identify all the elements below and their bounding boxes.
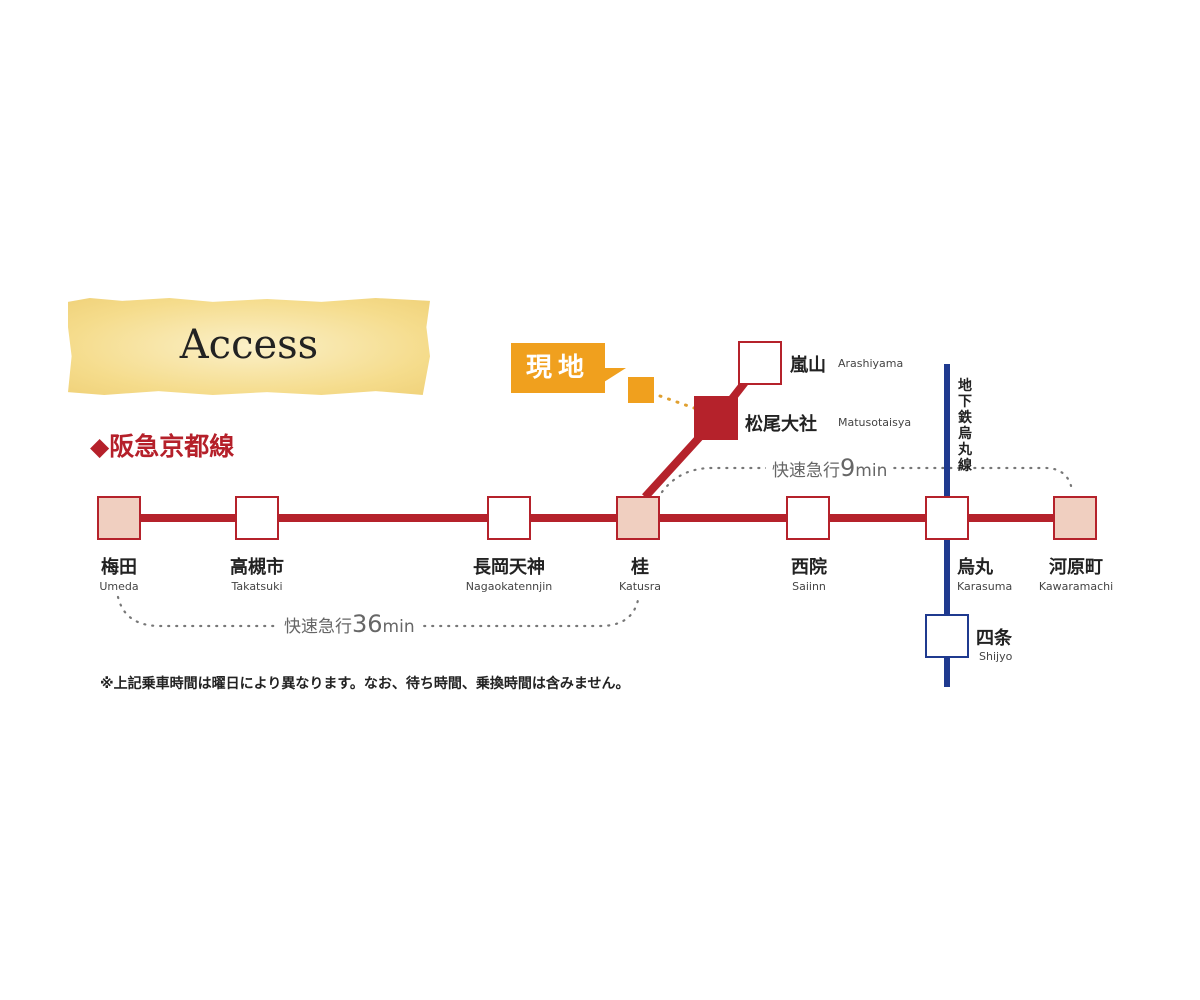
current-location-marker	[628, 377, 654, 403]
station-umeda-jp: 梅田	[101, 557, 137, 578]
page-title: Access	[179, 322, 319, 368]
station-takatsuki-marker[interactable]	[235, 496, 279, 540]
station-matsuo-marker[interactable]	[694, 396, 738, 440]
footnote: ※上記乗車時間は曜日により異なります。なお、待ち時間、乗換時間は含みません。	[100, 676, 630, 692]
station-nagaoka-jp: 長岡天神	[473, 557, 545, 578]
time-umeda-katsura: 快速急行36min	[278, 610, 421, 638]
station-matsuo-jp: 松尾大社	[745, 414, 817, 435]
line-name: ◆阪急京都線	[90, 432, 235, 461]
station-saiin-jp: 西院	[791, 557, 827, 578]
station-kawaramachi-en: Kawaramachi	[1038, 580, 1114, 593]
station-kawaramachi-jp: 河原町	[1049, 557, 1103, 578]
station-katsura-marker[interactable]	[616, 496, 660, 540]
station-saiin-marker[interactable]	[786, 496, 830, 540]
station-umeda-en: Umeda	[99, 580, 139, 593]
station-takatsuki-jp: 高槻市	[230, 557, 284, 578]
station-kawaramachi-marker[interactable]	[1053, 496, 1097, 540]
access-banner	[68, 298, 430, 395]
station-arashiyama-jp: 嵐山	[790, 355, 826, 376]
station-karasuma-marker[interactable]	[925, 496, 969, 540]
time-katsura-kawaramachi: 快速急行9min	[766, 454, 894, 482]
station-shijo-en: Shijyo	[979, 650, 1013, 663]
time-path-36	[116, 595, 640, 628]
station-takatsuki-en: Takatsuki	[231, 580, 283, 593]
station-umeda-marker[interactable]	[97, 496, 141, 540]
station-arashiyama-en: Arashiyama	[838, 357, 904, 370]
station-saiin-en: Saiinn	[792, 580, 826, 593]
station-nagaoka-marker[interactable]	[487, 496, 531, 540]
station-katsura-jp: 桂	[631, 557, 649, 578]
subway-name: 地下鉄烏丸線	[958, 378, 972, 474]
station-karasuma-jp: 烏丸	[957, 557, 993, 578]
station-katsura-en: Katusra	[618, 580, 662, 593]
current-location-pointer	[604, 368, 626, 382]
station-karasuma-en: Karasuma	[957, 580, 1013, 593]
current-location-label: 現地	[511, 343, 605, 393]
station-shijo-marker[interactable]	[925, 614, 969, 658]
station-nagaoka-en: Nagaokatennjin	[465, 580, 553, 593]
genchi-dots	[658, 394, 696, 410]
station-shijo-jp: 四条	[976, 628, 1012, 649]
station-matsuo-en: Matusotaisya	[838, 416, 912, 429]
station-arashiyama-marker[interactable]	[738, 341, 782, 385]
